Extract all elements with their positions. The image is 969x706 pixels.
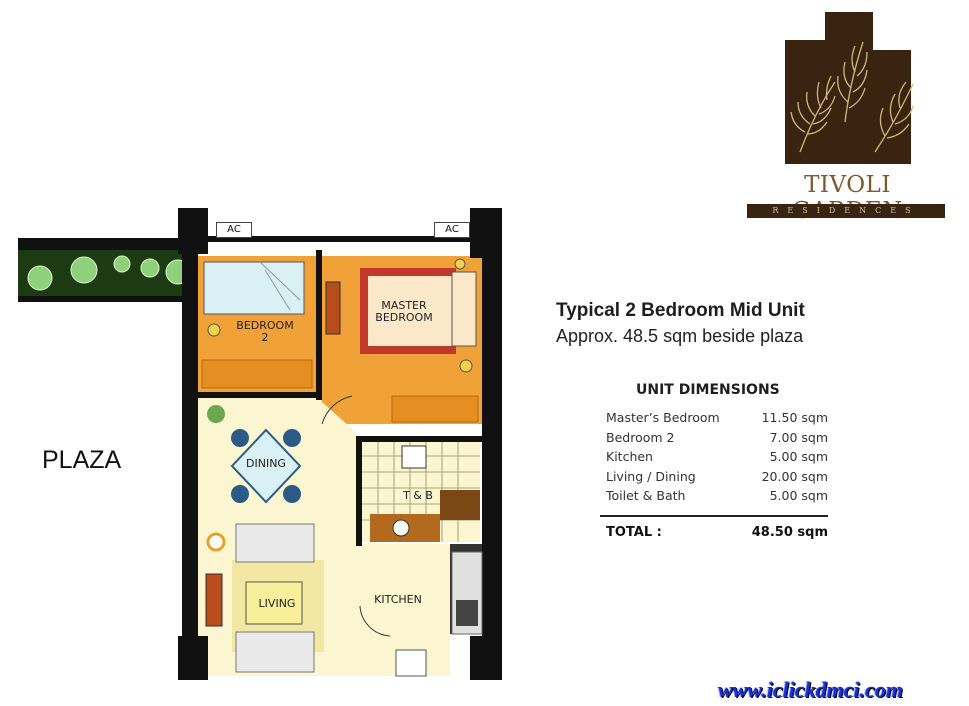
ac-unit-left: AC: [216, 222, 252, 238]
sink-fixture: [401, 445, 427, 469]
garden-planter: [18, 238, 198, 302]
total-label: TOTAL :: [606, 525, 662, 540]
sofa-top: [235, 523, 315, 563]
ac-unit-right: AC: [434, 222, 470, 238]
dining-set: [230, 428, 302, 504]
dimensions-heading: UNIT DIMENSIONS: [636, 382, 780, 398]
coffee-table: [245, 581, 303, 625]
toilet-bath-label: T & B: [403, 489, 433, 502]
website-watermark: www.iclickdmci.com: [718, 677, 903, 702]
dining-label: DINING: [246, 457, 286, 470]
tv-living: [205, 573, 223, 627]
total-value: 48.50 sqm: [751, 525, 828, 540]
tv-master: [325, 281, 341, 335]
bed-bedroom2: [203, 261, 305, 315]
unit-title: Typical 2 Bedroom Mid Unit: [556, 300, 805, 321]
total-divider: [600, 515, 828, 517]
kitchen-label: KITCHEN: [374, 593, 422, 606]
toilet-fixture: [392, 519, 410, 537]
unit-subtitle: Approx. 48.5 sqm beside plaza: [556, 326, 804, 346]
stove: [395, 649, 427, 677]
plaza-label: PLAZA: [42, 446, 122, 474]
sofa-bottom: [235, 631, 315, 673]
living-label: LIVING: [258, 597, 296, 610]
logo-palm-graphic: [785, 12, 914, 164]
lamp-icon: [207, 323, 221, 337]
tivoli-garden-logo: TIVOLI GARDEN RESIDENCES: [745, 12, 950, 224]
logo-subtitle: RESIDENCES: [747, 204, 945, 218]
total-row: TOTAL : 48.50 sqm: [606, 525, 828, 540]
